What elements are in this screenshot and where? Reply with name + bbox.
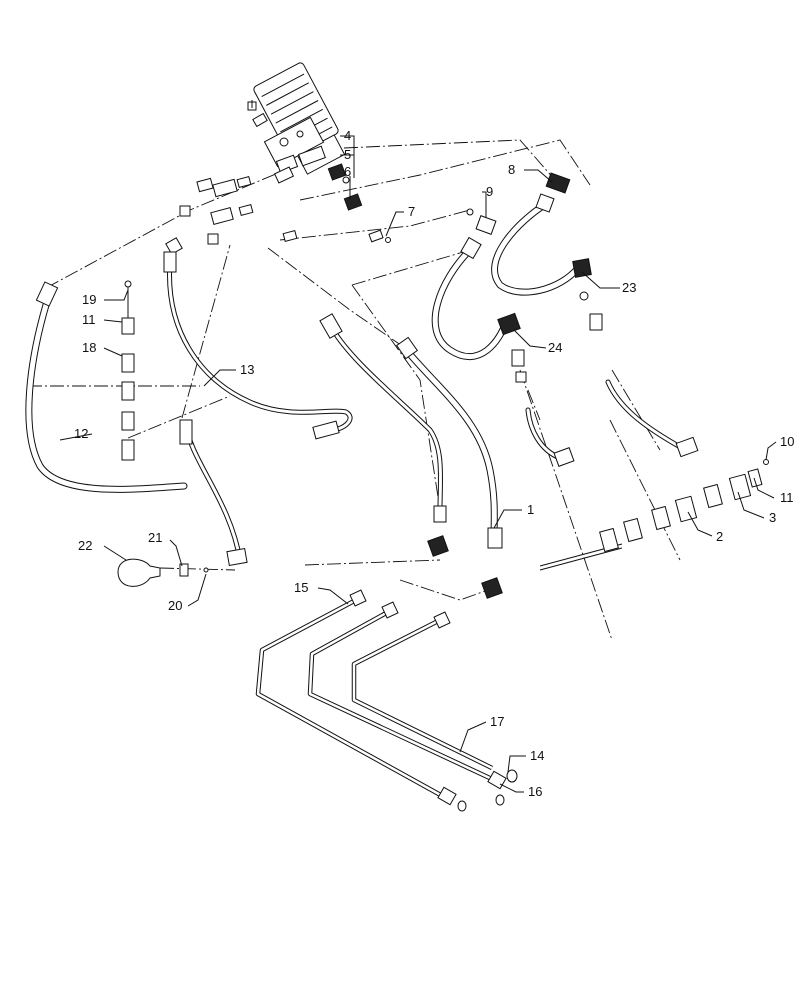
callout-8: 8 (508, 162, 515, 177)
tube-15 (255, 589, 467, 812)
valve-assembly (247, 62, 346, 184)
hose-center (319, 313, 449, 557)
hose-12 (25, 281, 188, 493)
clamp-assembly-right (539, 459, 769, 571)
callout-23: 23 (622, 280, 636, 295)
callout-20: 20 (168, 598, 182, 613)
callout-10: 10 (780, 434, 794, 449)
tube-17 (351, 611, 518, 783)
callout-5: 5 (344, 147, 351, 162)
callout-4: 4 (344, 128, 351, 143)
callout-3: 3 (769, 510, 776, 525)
hose-13 (163, 251, 353, 440)
callout-12: 12 (74, 426, 88, 441)
callout-17: 17 (490, 714, 504, 729)
assembly-phantom-lines (28, 139, 681, 641)
callout-22: 22 (78, 538, 92, 553)
callout-9: 9 (486, 184, 493, 199)
callout-2: 2 (716, 529, 723, 544)
clamp-assembly-left (121, 280, 135, 461)
callout-labels: 1 2 3 4 5 6 7 8 9 10 11 11 12 13 14 15 1… (74, 128, 794, 799)
callout-11-right: 11 (780, 490, 794, 505)
callout-18: 18 (82, 340, 96, 355)
callout-16: 16 (528, 784, 542, 799)
callout-11-left: 11 (82, 312, 96, 327)
valve-fittings (165, 163, 391, 255)
hose-1 (395, 336, 503, 599)
callout-15: 15 (294, 580, 308, 595)
callout-leaders (59, 135, 777, 793)
callout-21: 21 (148, 530, 162, 545)
callout-24: 24 (548, 340, 562, 355)
accumulator-22 (117, 558, 209, 587)
callout-13: 13 (240, 362, 254, 377)
right-small-hoses (511, 291, 699, 467)
hose-20-line (179, 419, 248, 567)
hose-24 (431, 236, 521, 360)
callout-7: 7 (408, 204, 415, 219)
fittings-8-9 (466, 172, 571, 235)
callout-6: 6 (344, 164, 351, 179)
hose-23 (491, 193, 592, 296)
callout-14: 14 (530, 748, 544, 763)
callout-19: 19 (82, 292, 96, 307)
callout-1: 1 (527, 502, 534, 517)
